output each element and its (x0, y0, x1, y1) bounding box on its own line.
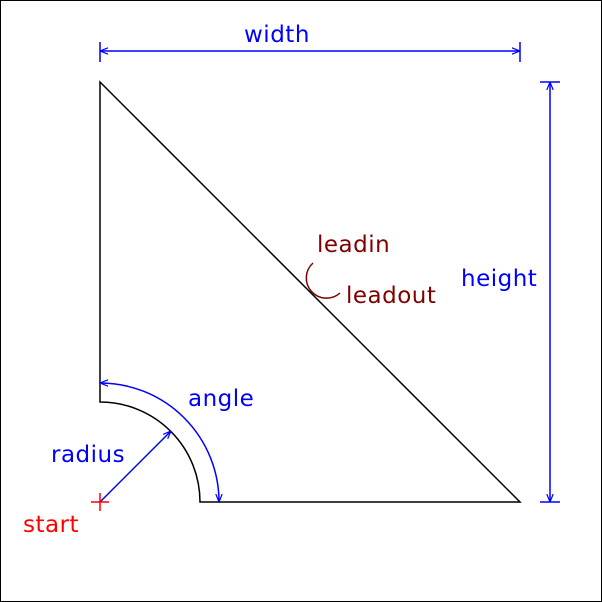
radius-label: radius (51, 442, 125, 468)
start-marker (91, 493, 109, 511)
lead-arc (305, 262, 341, 299)
height-dimension (540, 81, 560, 503)
leadin-label: leadin (317, 232, 390, 258)
angle-arc (100, 383, 219, 502)
width-label: width (244, 22, 310, 48)
height-label: height (461, 266, 537, 292)
width-dimension (99, 42, 521, 62)
angle-label: angle (188, 386, 254, 412)
leadout-label: leadout (346, 283, 436, 309)
radius-arrow (99, 431, 171, 503)
start-label: start (23, 512, 79, 538)
